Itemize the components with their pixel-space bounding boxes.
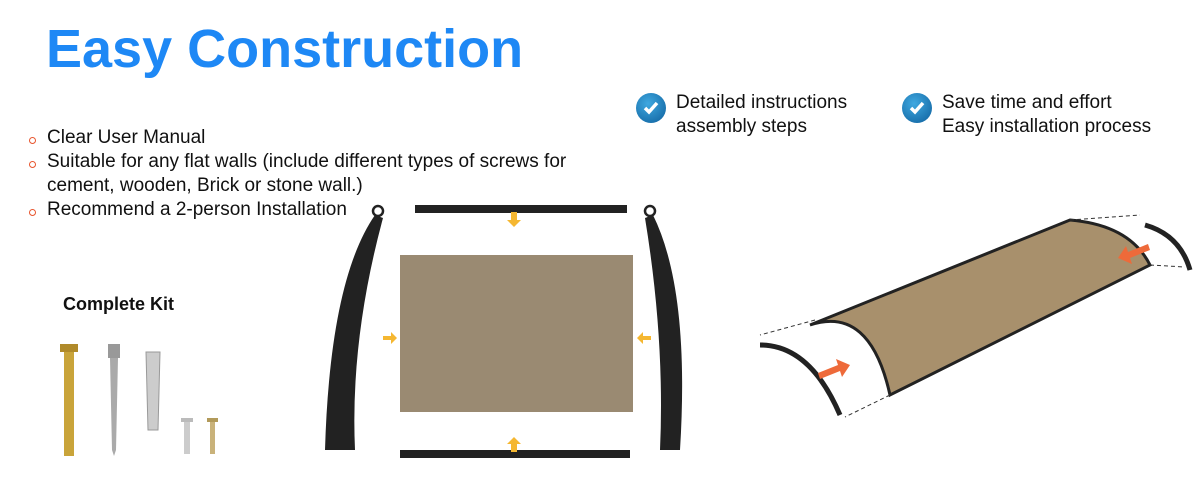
feature-instructions: Detailed instructions assembly steps (636, 91, 847, 139)
bullet-item: Suitable for any flat walls (include dif… (28, 150, 587, 198)
feature-line: Detailed instructions (676, 92, 848, 113)
check-circle-icon (902, 93, 932, 123)
hardware-kit-image (60, 344, 218, 456)
kit-label: Complete Kit (63, 294, 175, 314)
feature-line: Easy installation process (942, 116, 1152, 137)
feature-bullets: Clear User Manual Suitable for any flat … (28, 126, 587, 222)
exploded-assembly-image (325, 204, 683, 458)
feature-line: assembly steps (676, 116, 807, 137)
check-circle-icon (636, 93, 666, 123)
feature-line: Save time and effort (942, 92, 1112, 113)
bullet-item: Clear User Manual (28, 126, 587, 150)
page-title: Easy Construction (46, 19, 524, 79)
bullet-item: Recommend a 2-person Installation (28, 198, 587, 222)
assembled-awning-image (759, 214, 1193, 418)
